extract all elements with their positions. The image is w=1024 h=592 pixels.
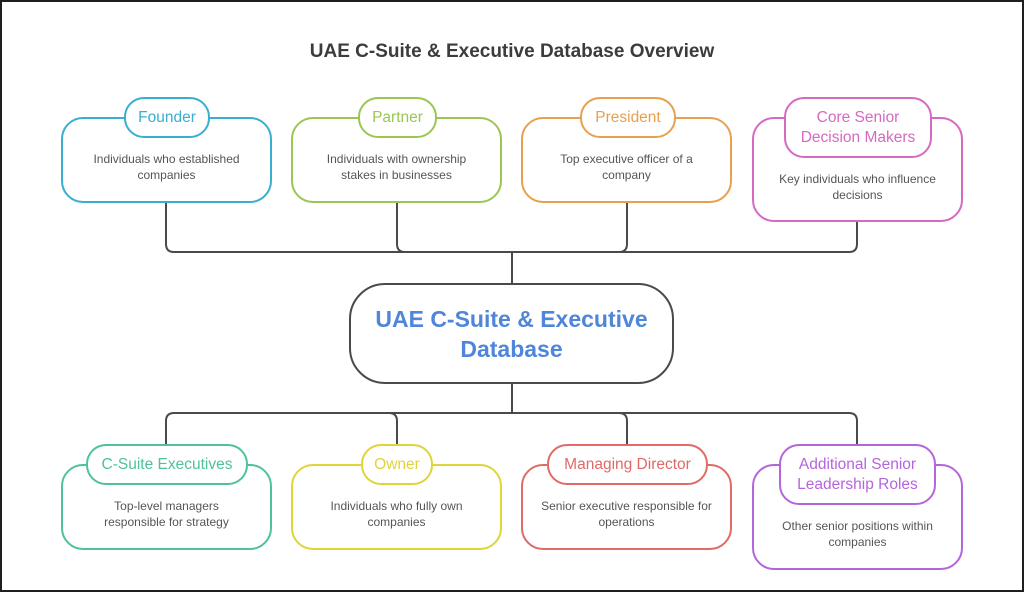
c-suite-executives-label: C-Suite Executives — [86, 444, 248, 485]
owner-label: Owner — [361, 444, 433, 485]
founder-description: Individuals who established companies — [93, 152, 240, 182]
top-connector-partner — [396, 202, 406, 253]
top-connector-president — [618, 202, 628, 253]
owner-description: Individuals who fully own companies — [330, 499, 463, 529]
president-label: President — [580, 97, 676, 138]
central-node: UAE C-Suite & Executive Database — [349, 283, 674, 384]
partner-description: Individuals with ownership stakes in bus… — [326, 152, 467, 182]
c-suite-executives-description: Top-level managers responsible for strat… — [104, 499, 229, 529]
managing-director-description: Senior executive responsible for operati… — [541, 499, 712, 529]
core-senior-decision-makers-description: Key individuals who influence decisions — [779, 172, 936, 202]
president-description: Top executive officer of a company — [560, 152, 693, 182]
bottom-connector-outer — [165, 412, 858, 444]
additional-senior-leadership-roles-description: Other senior positions within companies — [782, 519, 933, 549]
managing-director-label: Managing Director — [547, 444, 708, 485]
diagram-title: UAE C-Suite & Executive Database Overvie… — [309, 41, 715, 62]
bottom-connector-md — [618, 412, 628, 444]
founder-label: Founder — [124, 97, 210, 138]
additional-senior-leadership-roles-label: Additional Senior Leadership Roles — [779, 444, 936, 505]
partner-label: Partner — [358, 97, 437, 138]
core-senior-decision-makers-label: Core Senior Decision Makers — [784, 97, 932, 158]
bottom-connector-owner — [388, 412, 398, 444]
